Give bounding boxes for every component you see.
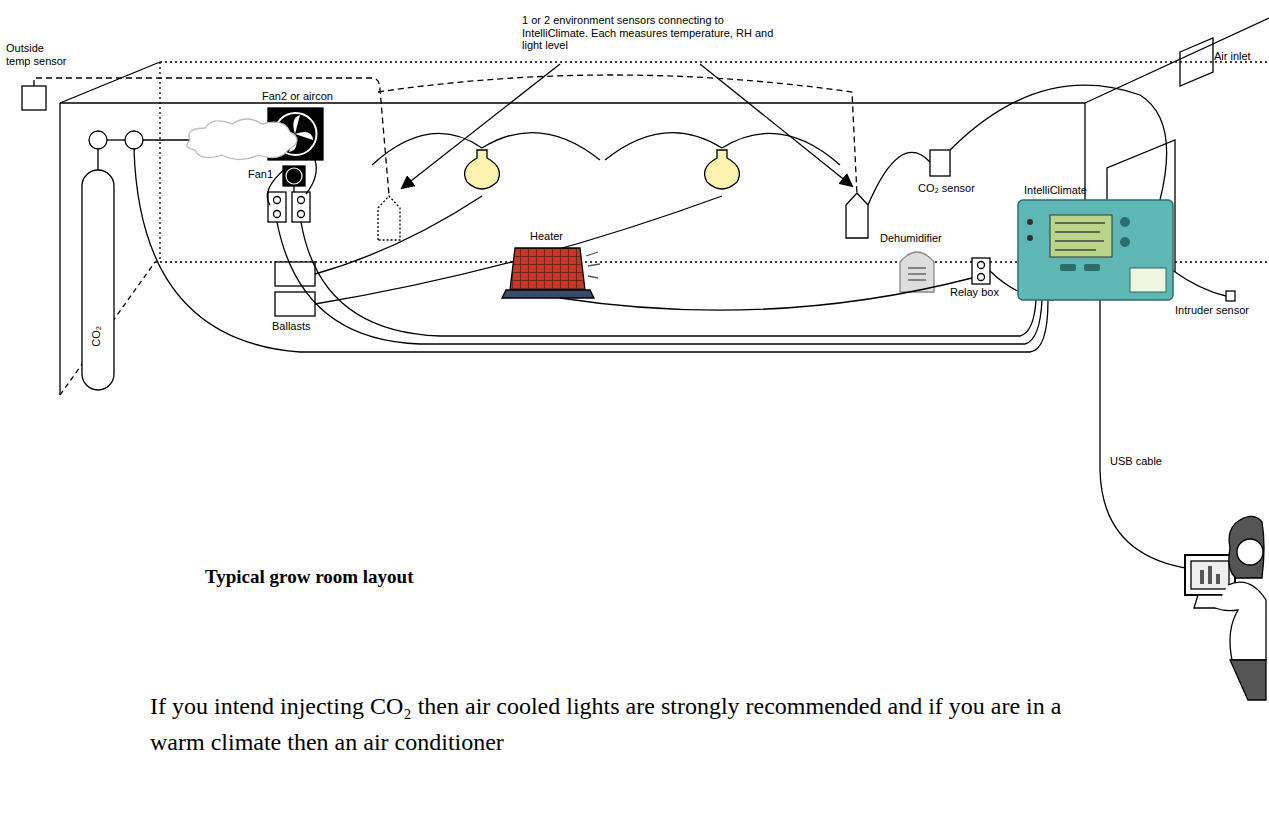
part-label: CO₂ sensor bbox=[918, 182, 978, 195]
part-label: Heater bbox=[530, 230, 590, 243]
part-label: Outside temp sensor bbox=[6, 42, 70, 67]
part-label: USB cable bbox=[1110, 455, 1180, 468]
part-label: Fan1 bbox=[248, 168, 282, 181]
part-label: Dehumidifier bbox=[880, 232, 960, 245]
part-label: Relay box bbox=[950, 286, 1020, 299]
part-label: IntelliClimate bbox=[1024, 184, 1134, 197]
part-label: Air inlet bbox=[1214, 50, 1266, 63]
part-label: Fan2 or aircon bbox=[262, 90, 372, 103]
diagram-title: Typical grow room layout bbox=[205, 566, 605, 588]
part-label: Ballasts bbox=[272, 320, 342, 333]
cylinder-label: CO₂ bbox=[90, 326, 103, 347]
body-paragraph: If you intend injecting CO₂ then air coo… bbox=[150, 688, 1070, 760]
part-label: Intruder sensor bbox=[1175, 304, 1265, 317]
callout-note: 1 or 2 environment sensors connecting to… bbox=[522, 14, 792, 52]
